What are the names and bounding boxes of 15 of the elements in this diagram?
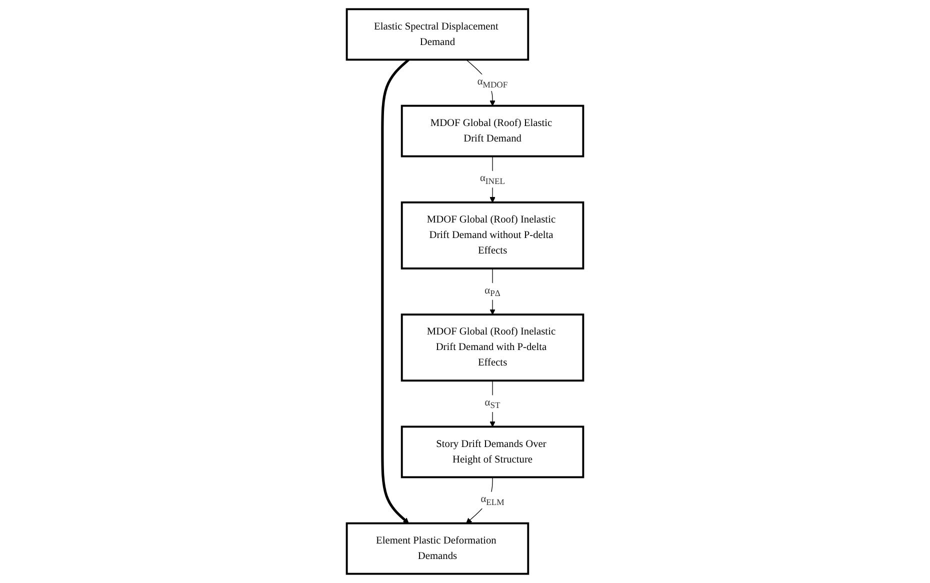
node-box: MDOF Global (Roof) Inelastic Drift Demand without P-delta Effects: [400, 201, 584, 270]
node-box: Story Drift Demands Over Height of Structure: [400, 426, 584, 478]
arrow: [490, 268, 496, 315]
arrow: [490, 380, 496, 427]
edge-label: α$_{ELM}$: [480, 494, 504, 507]
edge-label: α$_{MDOF}$: [477, 76, 508, 90]
node-box: Element Plastic Deformation Demands: [346, 522, 530, 575]
arrow: [381, 58, 410, 524]
node-box: Elastic Spectral Displacement Demand: [346, 8, 530, 61]
arrow: [466, 476, 493, 524]
node-box: MDOF Global (Roof) Elastic Drift Demand: [400, 104, 584, 158]
edge-label: α$_{ST}$: [484, 397, 500, 410]
edge-label: α$_{PΔ}$: [484, 284, 500, 298]
edge-label: α$_{INEL}$: [480, 172, 506, 186]
node-box: MDOF Global (Roof) Inelastic Drift Demand with P-delta Effects: [400, 314, 584, 382]
